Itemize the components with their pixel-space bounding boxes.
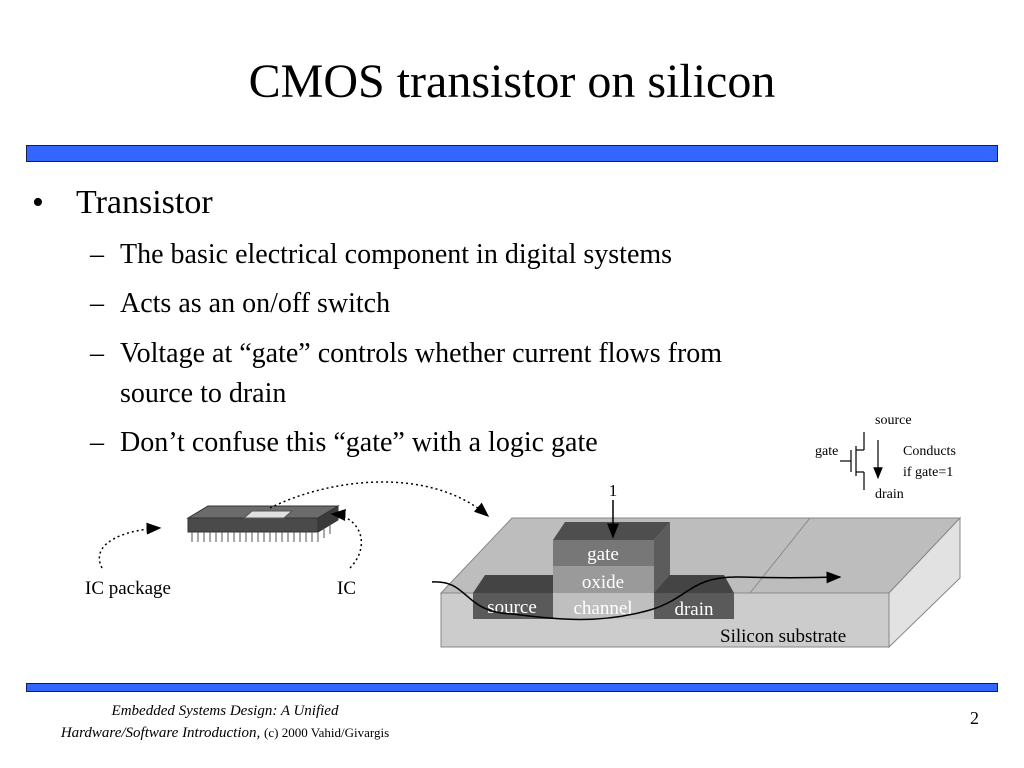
footer-citation: Embedded Systems Design: A Unified Hardw… (30, 700, 420, 744)
sub-item-1: The basic electrical component in digita… (120, 239, 673, 270)
symbol-source-label: source (875, 413, 912, 428)
gate-label: gate (587, 544, 619, 565)
ic-label: IC (337, 578, 356, 599)
ic-package-chip (186, 505, 340, 542)
bottom-divider-bar (26, 683, 998, 692)
channel-label: channel (573, 598, 632, 619)
substrate-label: Silicon substrate (720, 626, 846, 647)
source-region-top (473, 575, 553, 593)
ic-pointer (330, 508, 362, 569)
slide-title: CMOS transistor on silicon (248, 55, 776, 108)
gate-block-top (553, 522, 670, 540)
footer-book-line1: Embedded Systems Design: A Unified (111, 703, 339, 719)
symbol-gate-label: gate (815, 444, 838, 459)
oxide-layer (553, 566, 654, 593)
gate-block (553, 540, 654, 566)
drain-label: drain (674, 599, 714, 620)
sub-dash-3: – (90, 338, 104, 369)
oxide-label: oxide (582, 572, 624, 593)
drain-region (654, 593, 734, 619)
ic-package-pointer (98, 522, 162, 569)
sub-dash-1: – (90, 239, 104, 270)
nmos-symbol (840, 432, 883, 490)
sub-item-4: Don’t confuse this “gate” with a logic g… (120, 427, 598, 458)
top-divider-bar (26, 145, 998, 162)
zoom-pointer (269, 481, 490, 517)
sub-item-3-cont: source to drain (120, 378, 287, 409)
conducts-note-line2: if gate=1 (903, 465, 953, 480)
footer-copyright: (c) 2000 Vahid/Givargis (264, 725, 390, 740)
ic-package-label: IC package (85, 578, 171, 599)
sub-dash-4: – (90, 427, 104, 458)
source-label: source (487, 597, 537, 618)
gate-input-value: 1 (609, 481, 618, 500)
current-flow-path (431, 571, 842, 621)
ic-die (242, 510, 294, 519)
sub-dash-2: – (90, 288, 104, 319)
bullet-transistor: Transistor (76, 184, 213, 221)
gate-block-side (654, 522, 670, 593)
sub-item-3: Voltage at “gate” controls whether curre… (120, 338, 723, 369)
footer-book-line2: Hardware/Software Introduction, (60, 725, 261, 741)
symbol-drain-label: drain (875, 487, 904, 502)
channel-region (553, 593, 654, 619)
sub-item-2: Acts as an on/off switch (120, 288, 391, 319)
conducts-note-line1: Conducts (903, 444, 956, 459)
bullet-dot: • (32, 184, 44, 221)
page-number: 2 (970, 708, 979, 728)
